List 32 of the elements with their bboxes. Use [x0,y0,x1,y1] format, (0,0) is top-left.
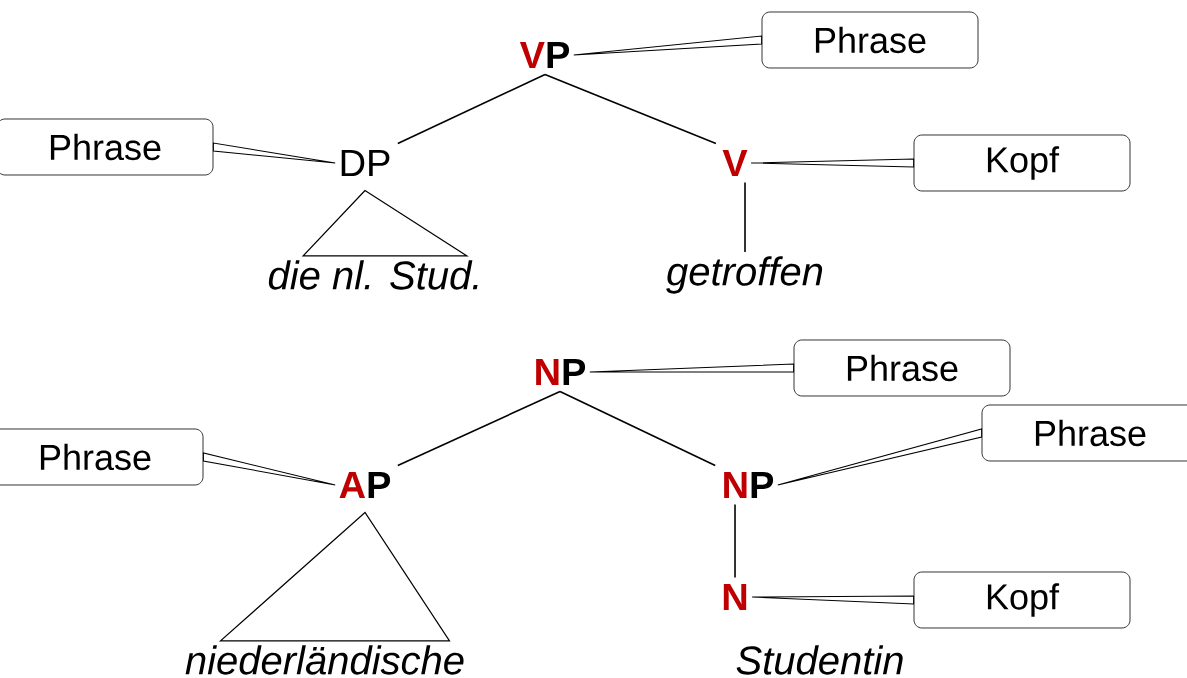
callout-box: Phrase [761,11,979,69]
callout-box: Kopf [913,571,1131,629]
category-label: AP [339,471,391,499]
leader-line [212,142,336,164]
category-label: NP [724,471,774,499]
branch-line [544,73,717,145]
word: getroffen [666,256,823,294]
leader-line [777,428,983,486]
leader-line [202,452,336,486]
branch-line [559,390,716,467]
leader-line [589,363,795,373]
category-label: NP [536,358,586,386]
callout-box: Kopf [913,134,1131,192]
category-label: DP [341,149,390,177]
triangle-branch [218,511,451,642]
branch-line [397,390,561,467]
category-label: N [723,583,747,611]
callout-box: Phrase [793,339,1011,397]
category-label: V [722,149,748,177]
branch-line [397,73,546,145]
leader-line [751,595,915,605]
callout-box: Phrase [981,404,1187,462]
leader-line [573,35,763,56]
leader-line [750,158,915,168]
branch-line [744,181,746,253]
branch-line [734,503,736,579]
category-label: VP [519,41,570,69]
word: die nl. Stud. [268,260,478,290]
word: Studentin [736,645,903,675]
callout-box: Phrase [0,428,204,486]
word: niederländische [185,645,464,675]
callout-box: Phrase [0,118,214,176]
